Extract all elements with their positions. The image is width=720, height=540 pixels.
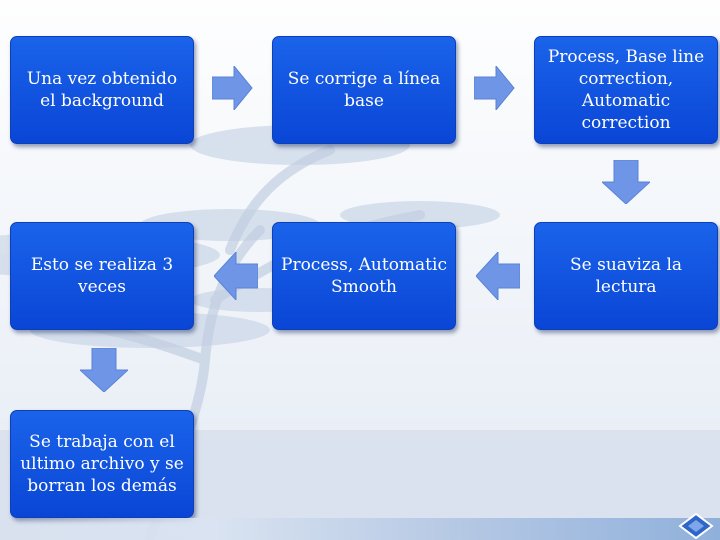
step-text-background: Una vez obtenido el background — [19, 68, 185, 112]
step-text-repeat: Esto se realiza 3 veces — [19, 254, 185, 298]
step-text-last-file: Se trabaja con el ultimo archivo y se bo… — [19, 431, 185, 497]
arrow-left-icon — [476, 252, 520, 300]
arrow-right-icon — [474, 66, 518, 110]
step-box-background: Una vez obtenido el background — [10, 36, 194, 144]
step-text-smooth: Se suaviza la lectura — [543, 254, 709, 298]
arrow-down-icon — [80, 348, 128, 392]
slide-corner-ornament-icon — [676, 512, 716, 540]
step-text-smooth-process: Process, Automatic Smooth — [281, 254, 447, 298]
arrow-left-icon — [214, 252, 258, 300]
step-box-baseline: Se corrige a línea base — [272, 36, 456, 144]
step-box-baseline-process: Process, Base line correction, Automatic… — [534, 36, 718, 144]
step-text-baseline: Se corrige a línea base — [281, 68, 447, 112]
step-box-smooth: Se suaviza la lectura — [534, 222, 718, 330]
bottom-decorative-bar — [0, 518, 720, 540]
step-text-baseline-process: Process, Base line correction, Automatic… — [543, 46, 709, 134]
step-box-smooth-process: Process, Automatic Smooth — [272, 222, 456, 330]
arrow-down-icon — [602, 160, 650, 204]
step-box-last-file: Se trabaja con el ultimo archivo y se bo… — [10, 410, 194, 518]
step-box-repeat: Esto se realiza 3 veces — [10, 222, 194, 330]
arrow-right-icon — [212, 66, 256, 110]
